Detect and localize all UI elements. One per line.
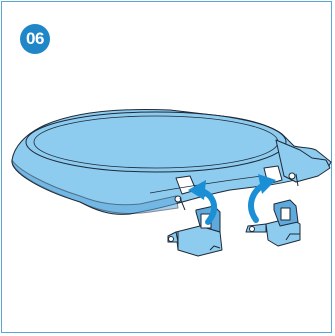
curved-arrow-icon bbox=[188, 180, 218, 225]
curved-arrow-icon bbox=[248, 174, 276, 223]
hinge-clip-icon bbox=[245, 199, 301, 247]
step-number-badge: 06 bbox=[20, 24, 50, 54]
toilet-seat-icon bbox=[11, 109, 332, 215]
